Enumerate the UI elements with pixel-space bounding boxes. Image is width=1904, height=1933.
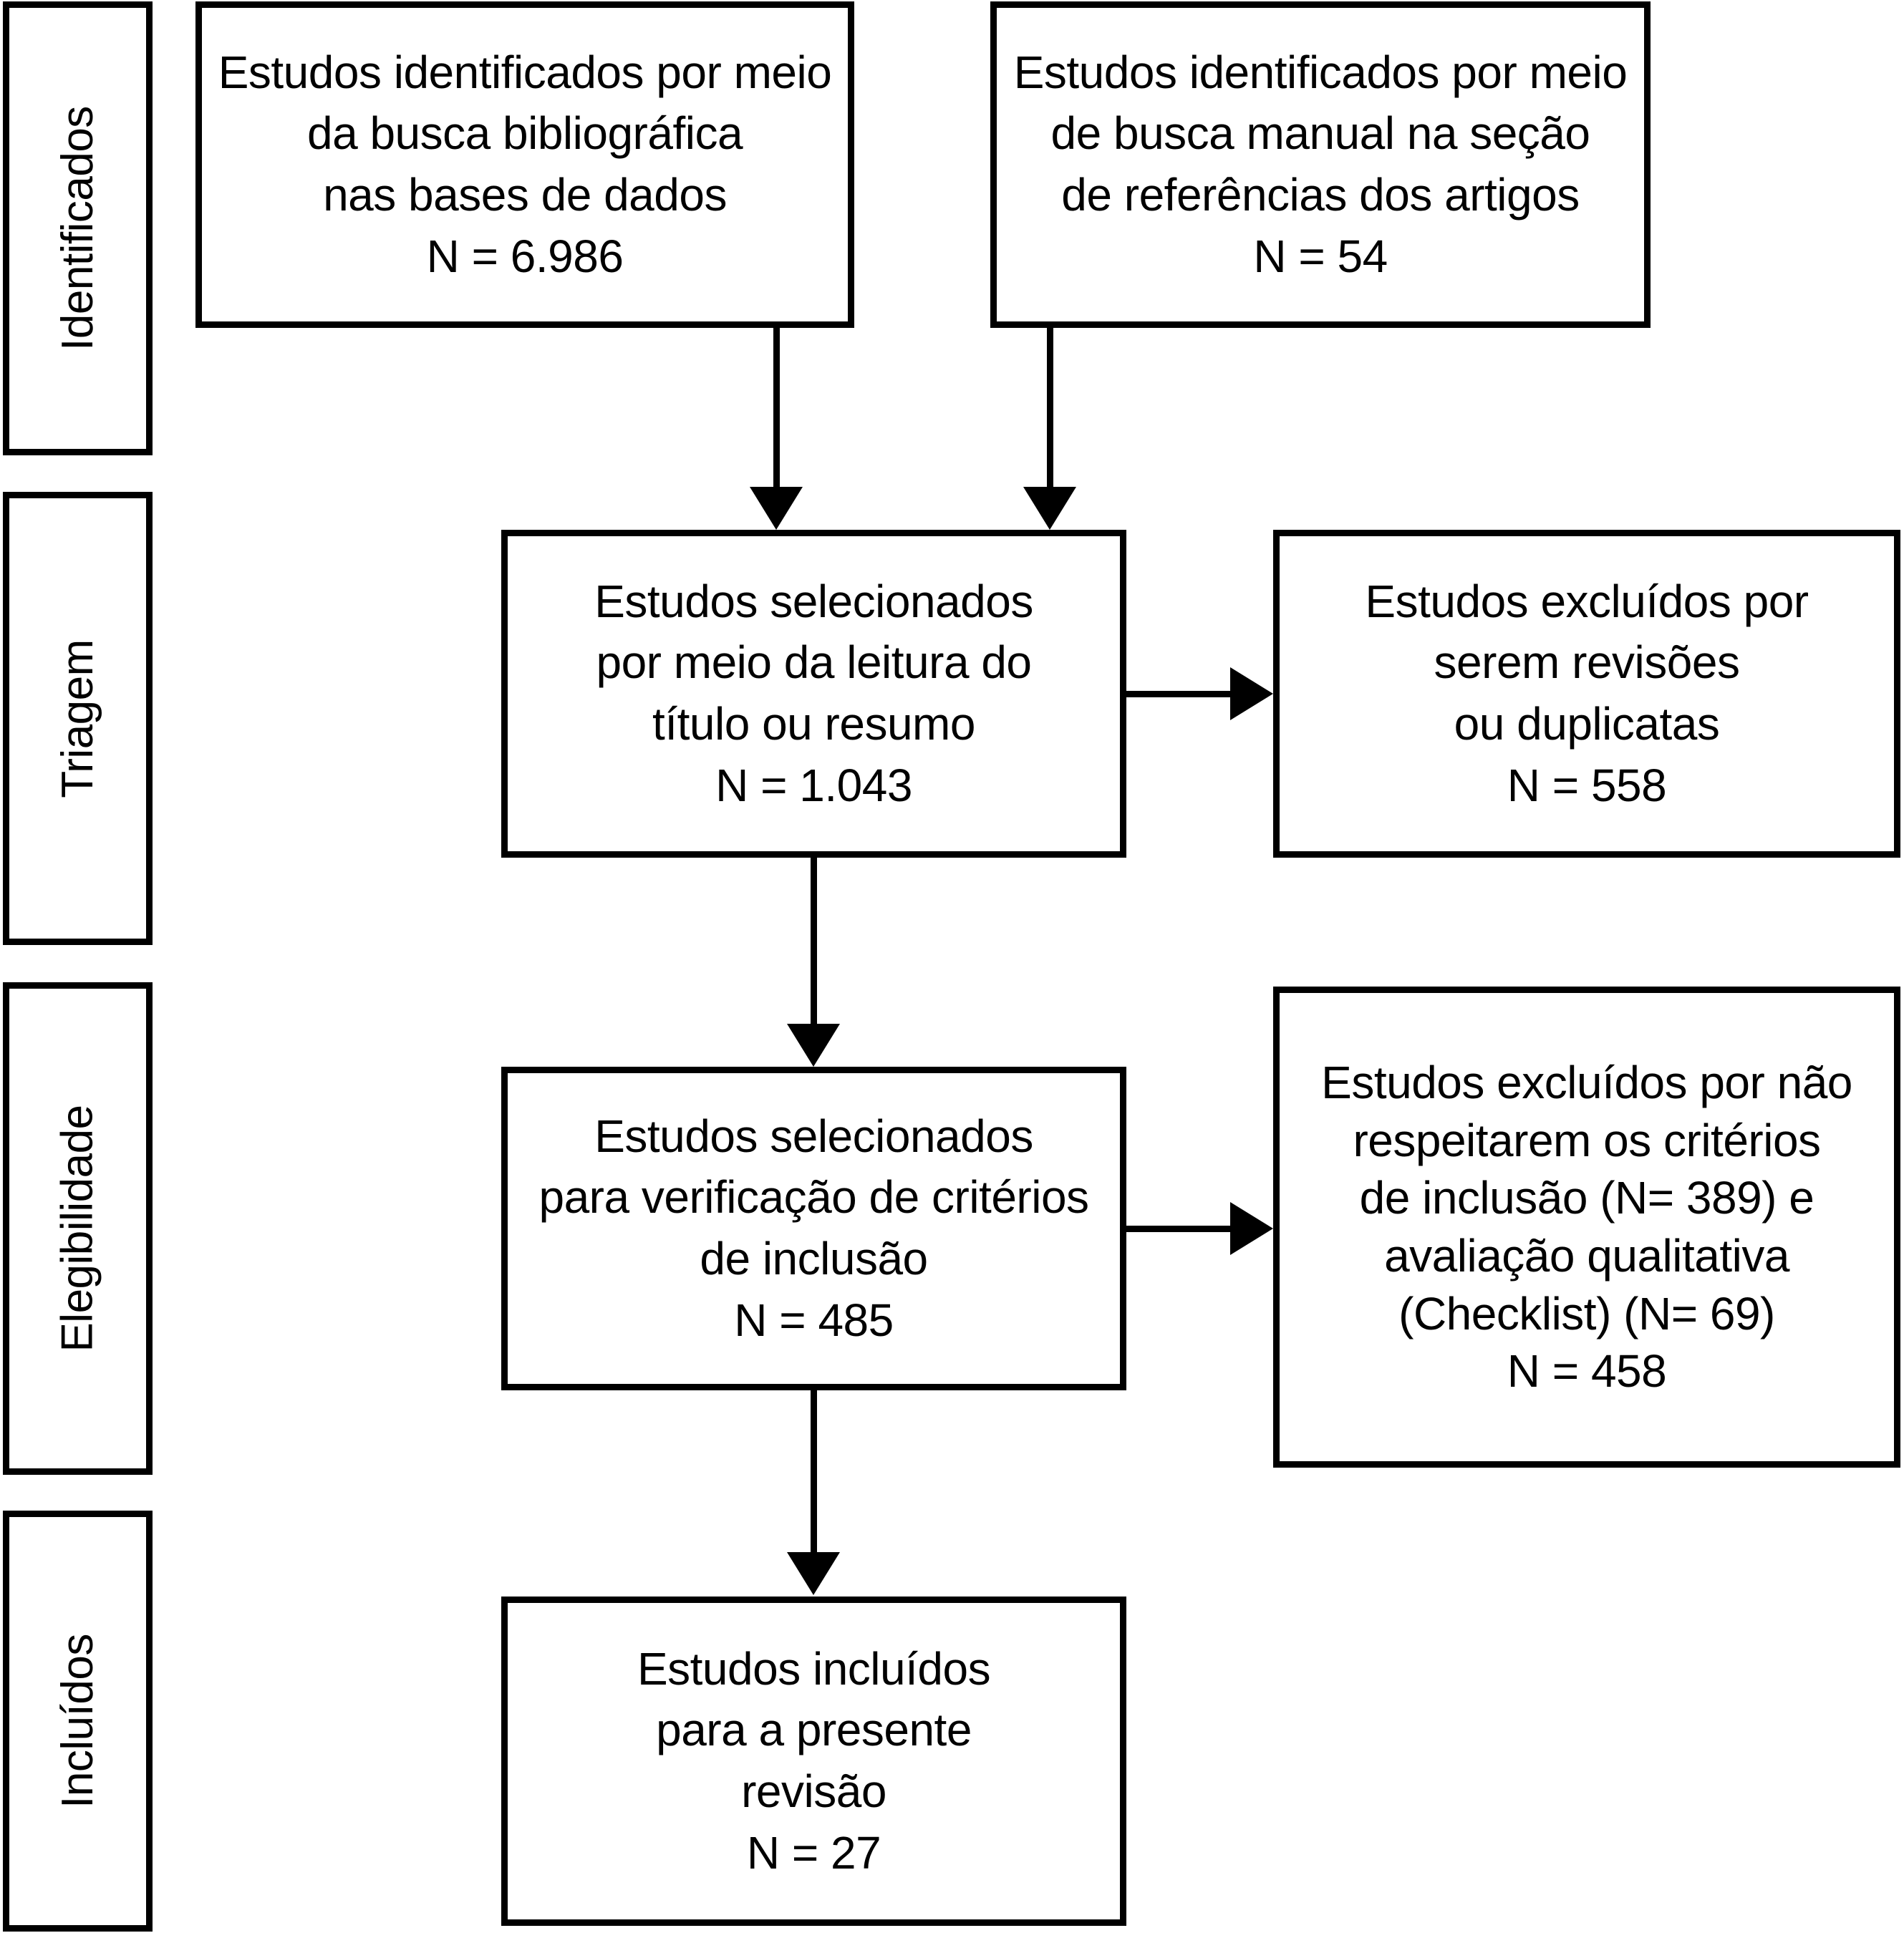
box-excluded-reviews-count: N = 558 bbox=[1507, 759, 1667, 811]
box-included-count: N = 27 bbox=[746, 1826, 881, 1879]
connector-screened-to-excluded-reviews-arrowhead bbox=[1230, 667, 1273, 720]
connector-screened-to-eligibility-line bbox=[811, 858, 817, 1028]
box-eligibility-line-3: de inclusão bbox=[700, 1233, 928, 1284]
connector-screened-to-eligibility-arrowhead bbox=[787, 1024, 840, 1067]
stage-label-triagem: Triagem bbox=[52, 639, 102, 798]
box-excluded-criteria-line-4: avaliação qualitativa bbox=[1384, 1230, 1789, 1282]
stage-box-triagem: Triagem bbox=[3, 492, 153, 945]
box-excluded-reviews-line-2: serem revisões bbox=[1434, 636, 1740, 689]
connector-manual-to-screened-arrowhead bbox=[1023, 487, 1076, 530]
box-excluded-reviews: Estudos excluídos por serem revisões ou … bbox=[1273, 530, 1900, 858]
connector-manual-to-screened-line bbox=[1047, 328, 1053, 491]
connector-eligibility-to-excluded-criteria-line bbox=[1126, 1226, 1235, 1232]
box-excluded-reviews-line-1: Estudos excluídos por bbox=[1365, 575, 1809, 627]
box-manual-search-line-3: de referências dos artigos bbox=[1061, 169, 1580, 221]
box-database-search-line-3: nas bases de dados bbox=[323, 169, 727, 221]
box-screened-line-3: título ou resumo bbox=[652, 698, 975, 750]
box-database-search-line-2: da busca bibliográfica bbox=[306, 107, 743, 160]
connector-eligibility-to-included-arrowhead bbox=[787, 1552, 840, 1595]
connector-screened-to-excluded-reviews-line bbox=[1126, 691, 1235, 697]
connector-eligibility-to-included-line bbox=[811, 1390, 817, 1555]
box-excluded-criteria: Estudos excluídos por não respeitarem os… bbox=[1273, 987, 1900, 1468]
box-eligibility-count: N = 485 bbox=[734, 1294, 894, 1346]
box-manual-search: Estudos identificados por meio de busca … bbox=[990, 1, 1651, 328]
box-excluded-criteria-count: N = 458 bbox=[1507, 1345, 1667, 1397]
box-included-line-2: para a presente bbox=[656, 1704, 972, 1756]
box-included-line-3: revisão bbox=[741, 1765, 886, 1817]
box-database-search: Estudos identificados por meio da busca … bbox=[195, 1, 854, 328]
stage-box-incluidos: Incluídos bbox=[3, 1511, 153, 1932]
box-eligibility-line-2: para verificação de critérios bbox=[538, 1171, 1089, 1224]
box-database-search-line-1: Estudos identificados por meio bbox=[218, 46, 832, 98]
box-included: Estudos incluídos para a presente revisã… bbox=[501, 1597, 1126, 1926]
stage-label-elegibilidade: Elegibilidade bbox=[52, 1105, 102, 1352]
box-excluded-reviews-line-3: ou duplicatas bbox=[1454, 698, 1720, 750]
box-excluded-criteria-line-2: respeitarem os critérios bbox=[1353, 1114, 1821, 1166]
stage-box-elegibilidade: Elegibilidade bbox=[3, 982, 153, 1475]
box-screened: Estudos selecionados por meio da leitura… bbox=[501, 530, 1126, 858]
connector-eligibility-to-excluded-criteria-arrowhead bbox=[1230, 1202, 1273, 1255]
box-included-line-1: Estudos incluídos bbox=[637, 1642, 991, 1695]
box-manual-search-line-1: Estudos identificados por meio bbox=[1013, 46, 1628, 98]
connector-database-to-screened-line bbox=[773, 328, 780, 491]
stage-label-incluidos: Incluídos bbox=[52, 1634, 102, 1808]
stage-label-identificados: Identificados bbox=[52, 106, 102, 351]
box-eligibility: Estudos selecionados para verificação de… bbox=[501, 1067, 1126, 1390]
box-excluded-criteria-line-1: Estudos excluídos por não bbox=[1321, 1057, 1852, 1109]
box-excluded-criteria-line-3: de inclusão (N= 389) e bbox=[1359, 1172, 1814, 1224]
box-database-search-count: N = 6.986 bbox=[426, 230, 624, 282]
connector-database-to-screened-arrowhead bbox=[750, 487, 803, 530]
box-manual-search-count: N = 54 bbox=[1253, 230, 1388, 282]
box-screened-line-1: Estudos selecionados bbox=[594, 575, 1033, 627]
box-excluded-criteria-line-5: (Checklist) (N= 69) bbox=[1398, 1287, 1775, 1339]
stage-box-identificados: Identificados bbox=[3, 1, 153, 455]
box-screened-line-2: por meio da leitura do bbox=[596, 636, 1032, 689]
box-screened-count: N = 1.043 bbox=[715, 759, 912, 811]
box-eligibility-line-1: Estudos selecionados bbox=[594, 1110, 1033, 1162]
box-manual-search-line-2: de busca manual na seção bbox=[1050, 107, 1590, 160]
